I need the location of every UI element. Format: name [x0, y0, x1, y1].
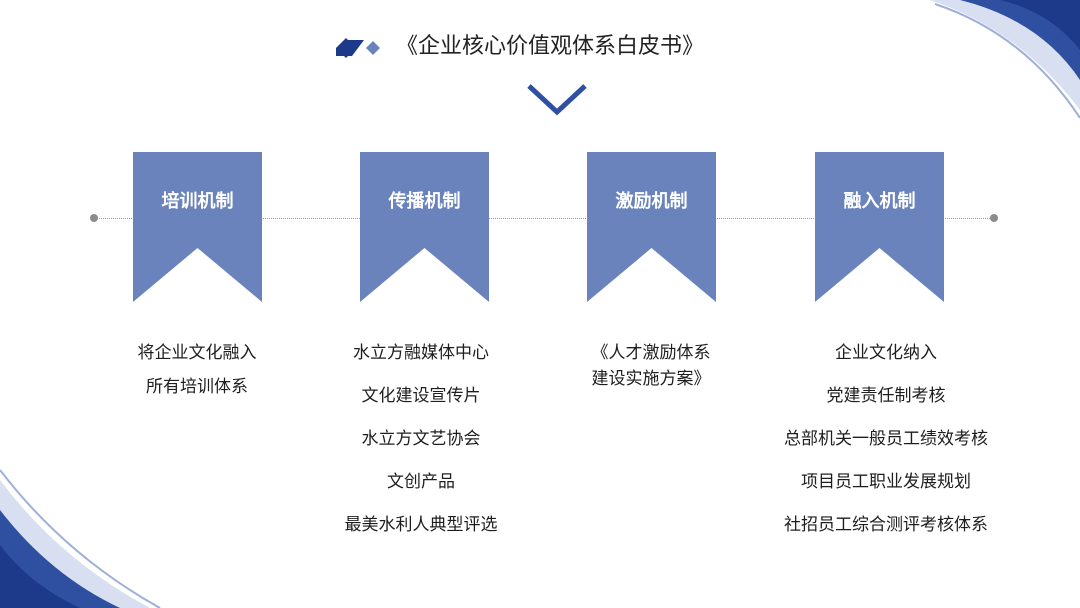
desc-line: 党建责任制考核	[826, 386, 946, 406]
chevron-down-icon	[527, 84, 587, 116]
banner-integration: 融入机制	[815, 152, 944, 302]
banner-communication: 传播机制	[360, 152, 489, 302]
desc-line: 项目员工职业发展规划	[801, 472, 971, 492]
desc-line: 文创产品	[387, 472, 455, 492]
timeline-start-dot	[90, 214, 98, 222]
banner-incentive: 激励机制	[587, 152, 716, 302]
desc-communication: 水立方融媒体中心 文化建设宣传片 水立方文艺协会 文创产品 最美水利人典型评选	[291, 340, 551, 538]
banner-label: 培训机制	[161, 191, 234, 212]
banner-training: 培训机制	[133, 152, 262, 302]
desc-line: 总部机关一般员工绩效考核	[784, 429, 988, 449]
timeline-line	[94, 218, 994, 219]
banner-label: 激励机制	[615, 191, 688, 212]
desc-line: 水立方文艺协会	[361, 429, 481, 449]
desc-line: 将企业文化融入	[137, 343, 257, 363]
desc-line: 最美水利人典型评选	[344, 515, 498, 535]
banner-label: 传播机制	[388, 191, 461, 212]
banner-shape	[360, 152, 489, 302]
desc-training: 将企业文化融入 所有培训体系	[67, 340, 327, 400]
desc-line: 水立方融媒体中心	[353, 343, 489, 363]
desc-line: 所有培训体系	[146, 377, 248, 397]
banner-shape	[815, 152, 944, 302]
desc-line: 文化建设宣传片	[361, 386, 481, 406]
desc-line: 建设实施方案》	[591, 369, 711, 389]
desc-incentive: 《人才激励体系 建设实施方案》	[521, 340, 781, 392]
desc-integration: 企业文化纳入 党建责任制考核 总部机关一般员工绩效考核 项目员工职业发展规划 社…	[756, 340, 1016, 538]
title-row: 《企业核心价值观体系白皮书》	[0, 28, 1080, 68]
page-title: 《企业核心价值观体系白皮书》	[396, 34, 705, 59]
desc-line: 企业文化纳入	[835, 343, 937, 363]
banner-label: 融入机制	[843, 191, 916, 212]
timeline-end-dot	[990, 214, 998, 222]
banner-shape	[133, 152, 262, 302]
desc-line: 社招员工综合测评考核体系	[784, 515, 988, 535]
desc-line: 《人才激励体系	[591, 343, 711, 363]
diamond-icon	[336, 38, 380, 58]
banner-shape	[587, 152, 716, 302]
